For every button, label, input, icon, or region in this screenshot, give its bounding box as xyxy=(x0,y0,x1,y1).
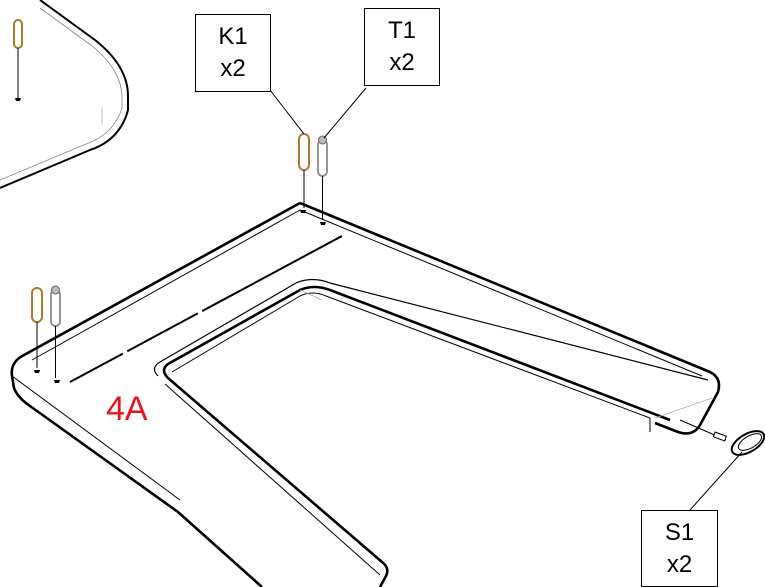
callout-t1-qty: x2 xyxy=(389,49,415,76)
top-panel-corner xyxy=(0,0,129,189)
s1-end-cap xyxy=(679,419,765,456)
board-holes xyxy=(34,210,326,383)
callout-t1-code: T1 xyxy=(387,17,416,44)
t1-pin-top xyxy=(317,135,328,220)
k1-dowel-left xyxy=(31,287,43,368)
callout-k1: K1 x2 xyxy=(195,14,271,92)
callout-k1-qty: x2 xyxy=(220,55,246,82)
u-shaped-board xyxy=(10,201,721,587)
callout-s1-code: S1 xyxy=(664,518,695,546)
step-label: 4A xyxy=(106,390,148,428)
k1-dowel-top xyxy=(298,133,310,208)
top-panel-dowel xyxy=(13,19,23,101)
leader-lines xyxy=(269,87,743,511)
callout-t1: T1 x2 xyxy=(364,8,440,86)
callout-s1: S1 x2 xyxy=(641,510,718,587)
t1-pin-left xyxy=(50,285,61,378)
callout-k1-code: K1 xyxy=(218,23,248,50)
callout-s1-qty: x2 xyxy=(666,550,693,578)
